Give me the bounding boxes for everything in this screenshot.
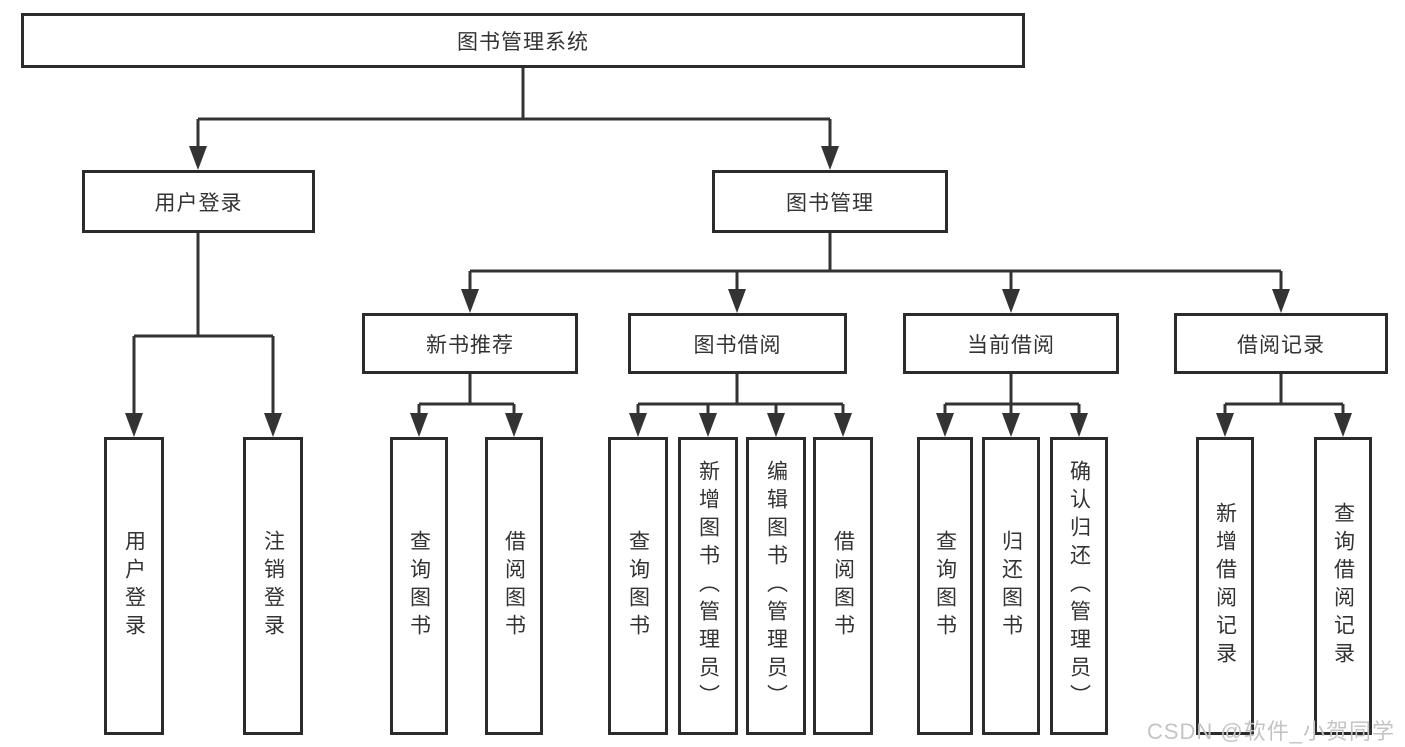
leaf-add-borrow-record: 新增借阅记录 — [1196, 437, 1254, 735]
node-label: 查询借阅记录 — [1331, 502, 1355, 670]
leaf-query-books-3: 查询图书 — [917, 437, 973, 735]
leaf-confirm-return-admin: 确认归还（管理员） — [1050, 437, 1108, 735]
node-label: 当前借阅 — [967, 333, 1055, 357]
node-label: 借阅图书 — [502, 530, 526, 642]
node-label: 注销登录 — [261, 530, 285, 642]
leaf-edit-books-admin: 编辑图书（管理员） — [746, 437, 806, 735]
node-borrowing-records: 借阅记录 — [1174, 313, 1388, 374]
leaf-query-books-1: 查询图书 — [390, 437, 448, 735]
leaf-add-books-admin: 新增图书（管理员） — [678, 437, 738, 735]
leaf-borrow-books-2: 借阅图书 — [813, 437, 873, 735]
node-user-login-branch: 用户登录 — [82, 170, 315, 233]
node-label: 图书借阅 — [693, 333, 782, 357]
node-label: 用户登录 — [122, 530, 146, 642]
node-label: 确认归还（管理员） — [1067, 460, 1091, 712]
node-label: 新增图书（管理员） — [696, 460, 720, 712]
node-new-book-recommendation: 新书推荐 — [362, 313, 578, 374]
node-label: 归还图书 — [999, 530, 1023, 642]
node-label: 借阅记录 — [1237, 333, 1325, 357]
node-label: 新增借阅记录 — [1213, 502, 1237, 670]
node-book-borrowing: 图书借阅 — [628, 313, 847, 374]
node-label: 借阅图书 — [831, 530, 855, 642]
leaf-logout: 注销登录 — [243, 437, 303, 735]
node-book-management-branch: 图书管理 — [712, 170, 948, 233]
leaf-return-books: 归还图书 — [982, 437, 1040, 735]
node-label: 图书管理系统 — [457, 30, 589, 54]
leaf-user-login: 用户登录 — [104, 437, 164, 735]
node-label: 用户登录 — [154, 191, 243, 215]
leaf-query-borrow-record: 查询借阅记录 — [1314, 437, 1372, 735]
csdn-watermark: CSDN @软件_小贺同学 — [1146, 719, 1395, 744]
node-label: 查询图书 — [407, 530, 431, 642]
leaf-borrow-books-1: 借阅图书 — [485, 437, 543, 735]
node-label: 查询图书 — [933, 530, 957, 642]
node-label: 新书推荐 — [426, 333, 514, 357]
node-label: 编辑图书（管理员） — [764, 460, 788, 712]
node-label: 查询图书 — [626, 530, 650, 642]
leaf-query-books-2: 查询图书 — [608, 437, 668, 735]
node-current-borrowing: 当前借阅 — [903, 313, 1119, 374]
node-book-management-system: 图书管理系统 — [21, 13, 1025, 68]
node-label: 图书管理 — [786, 191, 874, 215]
